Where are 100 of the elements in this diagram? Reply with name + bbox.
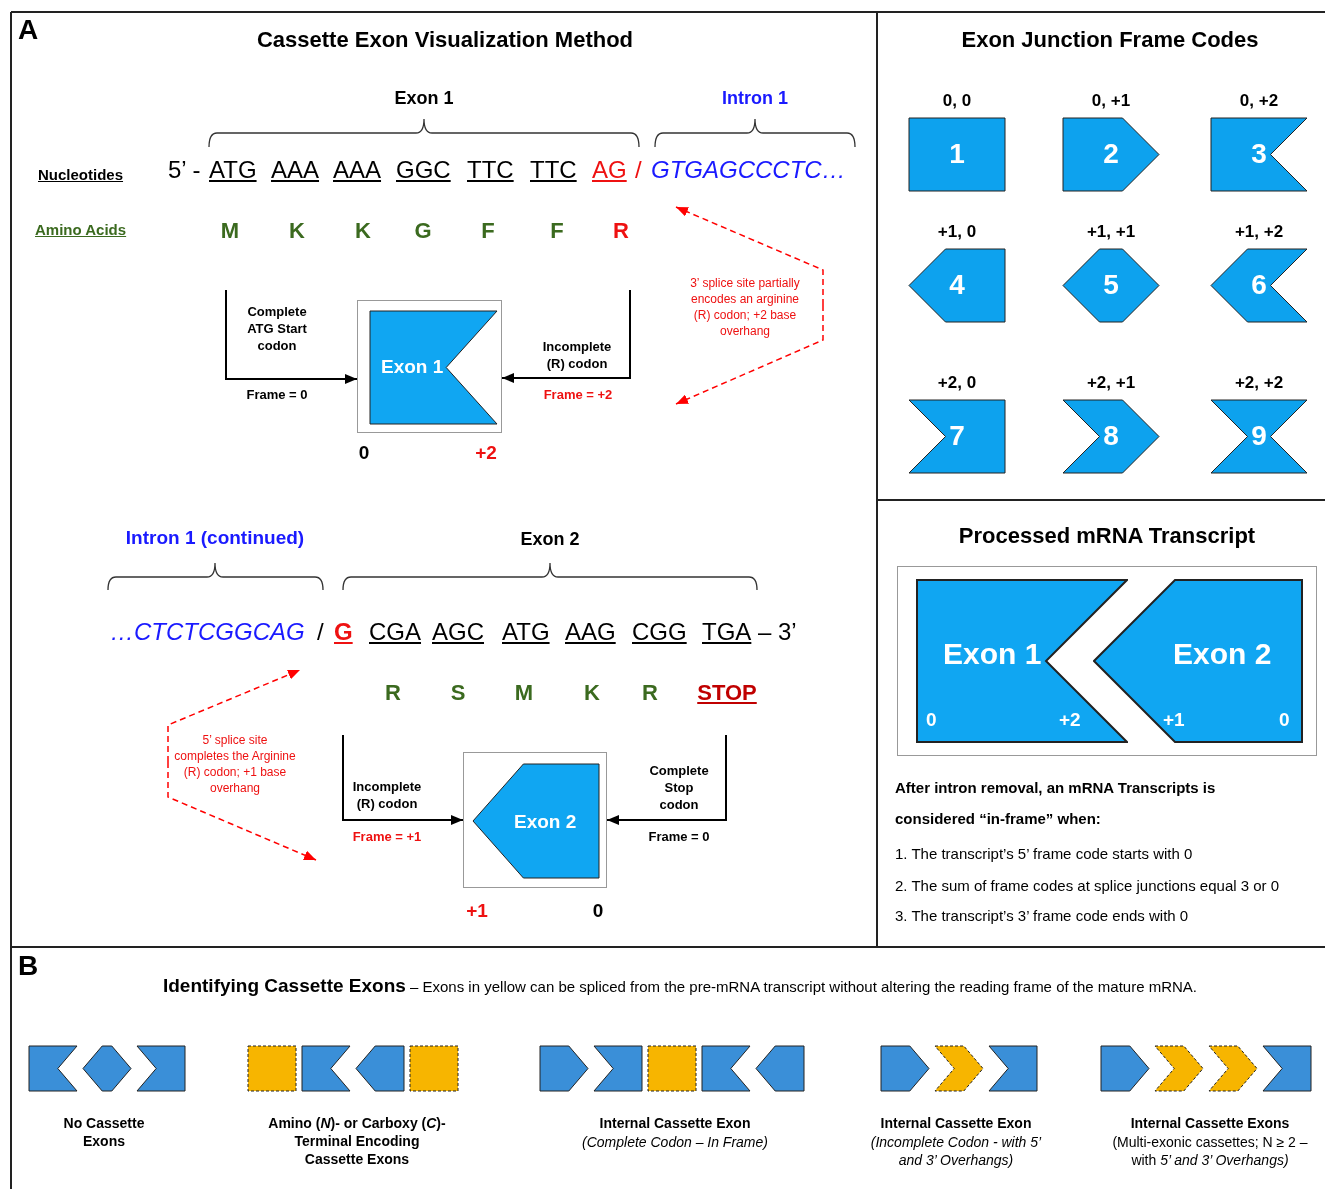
frame-code-label: +1, +1	[1085, 222, 1137, 242]
exon-shape	[355, 1045, 405, 1092]
dashed-arrow	[675, 304, 824, 405]
amino-acid-letter: M	[220, 218, 240, 244]
codon-text: ATG	[209, 156, 257, 184]
frame-code-label: 0, +2	[1238, 91, 1280, 111]
frame-label: Frame = +1	[352, 830, 422, 845]
caption: (Incomplete Codon - with 5’ and 3’ Overhangs)	[869, 1133, 1043, 1169]
amino-acid-letter: K	[289, 218, 305, 244]
caption: (Multi-exonic cassettes; N ≥ 2 – with 5’ and 3’ Overhangs)	[1111, 1133, 1309, 1169]
amino-acid-letter: F	[550, 218, 564, 244]
region-heading: Exon 1	[394, 88, 454, 109]
separator-slash: /	[635, 156, 642, 184]
frame-code-number: 7	[948, 419, 966, 452]
list-item: 3. The transcript’s 3’ frame code ends with 0	[895, 907, 1189, 925]
exon-name: Exon 2	[1173, 637, 1272, 671]
cassette-exon-shape	[247, 1045, 297, 1092]
callout-text: 3’ splice site partially encodes an arginine (R) codon; +2 base overhang	[689, 275, 801, 339]
frame-code-value: 0	[1279, 709, 1290, 731]
exon-name: Exon 2	[514, 811, 577, 833]
exon-shape	[369, 310, 498, 425]
frame-code-label: +1, +2	[1233, 222, 1285, 242]
panel-title: Processed mRNA Transcript	[958, 523, 1256, 549]
exon-shape	[593, 1045, 643, 1092]
panel-letter: B	[18, 950, 39, 983]
dashed-arrow	[167, 761, 317, 861]
frame-code-label: +1, 0	[936, 222, 978, 242]
splice-site-text: AG	[592, 156, 627, 184]
cassette-exon-shape	[409, 1045, 459, 1092]
frame-code-value: 0	[926, 709, 937, 731]
codon-text: TTC	[467, 156, 514, 184]
frame-code-value: 0	[358, 442, 370, 464]
frame-code-label: +2, +1	[1085, 373, 1137, 393]
frame-code-number: 8	[1102, 419, 1120, 452]
edge-label: Incomplete (R) codon	[541, 338, 613, 372]
exon-shape	[880, 1045, 930, 1092]
cassette-exon-shape	[647, 1045, 697, 1092]
separator-slash: /	[317, 618, 324, 646]
elbow-arrow	[606, 734, 727, 825]
row-label: Amino Acids	[35, 221, 127, 239]
codon-text: GGC	[396, 156, 451, 184]
exon-shape	[1093, 579, 1303, 743]
frame-label: Frame = 0	[648, 830, 710, 845]
exon-frame	[357, 300, 502, 433]
intron-sequence: GTGAGCCCTC…	[651, 156, 846, 184]
exon-shape	[301, 1045, 351, 1092]
codon-text: AAG	[565, 618, 616, 646]
codon-text: TGA	[702, 618, 752, 646]
list-item: 1. The transcript’s 5’ frame code starts with 0	[895, 845, 1193, 863]
frame-code-number: 9	[1250, 419, 1268, 452]
frame-code-number: 4	[948, 268, 966, 301]
codon-text: TTC	[530, 156, 577, 184]
exon-shape	[28, 1045, 78, 1092]
frame-code-number: 2	[1102, 137, 1120, 170]
panel-title: Exon Junction Frame Codes	[961, 27, 1259, 53]
exon-frame	[897, 566, 1317, 756]
edge-label: Complete ATG Start codon	[246, 303, 308, 354]
frame-code-label: 0, +1	[1090, 91, 1132, 111]
codon-text: ATG	[502, 618, 550, 646]
region-heading: Intron 1	[722, 88, 788, 109]
cassette-exon-shape	[1208, 1045, 1258, 1092]
dashed-arrow	[675, 206, 824, 306]
frame-code-value: 0	[592, 900, 604, 922]
exon-shape	[1100, 1045, 1150, 1092]
amino-acid-letter: R	[613, 218, 629, 244]
frame-code-number: 5	[1102, 268, 1120, 301]
cassette-exon-shape	[1154, 1045, 1204, 1092]
frame-code-value: +2	[475, 442, 497, 464]
exon-shape	[472, 763, 600, 879]
amino-acid-letter: R	[642, 680, 658, 706]
exon-shape	[136, 1045, 186, 1092]
caption: Internal Cassette Exons	[1130, 1114, 1290, 1132]
note-text: After intron removal, an mRNA Transcripts is considered “in-frame” when:	[895, 778, 1217, 829]
edge-label: Incomplete (R) codon	[351, 778, 423, 812]
exon-shape	[755, 1045, 805, 1092]
exon-name: Exon 1	[943, 637, 1042, 671]
elbow-arrow	[342, 734, 464, 825]
amino-acid-letter: F	[481, 218, 495, 244]
panel-letter: A	[18, 14, 39, 47]
panel-title: Cassette Exon Visualization Method	[256, 27, 634, 53]
amino-acid-letter: R	[385, 680, 401, 706]
caption: Amino (N)- or Carboxy (C)-Terminal Encoding Cassette Exons	[268, 1114, 446, 1168]
codon-text: AAA	[333, 156, 382, 184]
caption: Internal Cassette Exon	[880, 1114, 1032, 1132]
amino-acid-letter: M	[514, 680, 534, 706]
callout-text: 5’ splice site completes the Arginine (R) codon; +1 base overhang	[174, 732, 296, 796]
frame-code-number: 1	[948, 137, 966, 170]
intron-sequence: …CTCTCGGCAG	[110, 618, 305, 646]
exon-shape	[988, 1045, 1038, 1092]
frame-code-label: +2, 0	[936, 373, 978, 393]
frame-code-label: 0, 0	[941, 91, 973, 111]
amino-acid-letter: K	[584, 680, 600, 706]
exon-name: Exon 1	[381, 356, 444, 378]
codon-text: CGA	[369, 618, 421, 646]
list-item: 2. The sum of frame codes at splice junctions equal 3 or 0	[895, 877, 1280, 895]
elbow-arrow	[501, 289, 631, 383]
region-heading: Intron 1 (continued)	[125, 527, 305, 549]
caption: No Cassette Exons	[62, 1114, 146, 1150]
exon-shape	[916, 579, 1128, 743]
row-label: Nucleotides	[38, 166, 124, 184]
